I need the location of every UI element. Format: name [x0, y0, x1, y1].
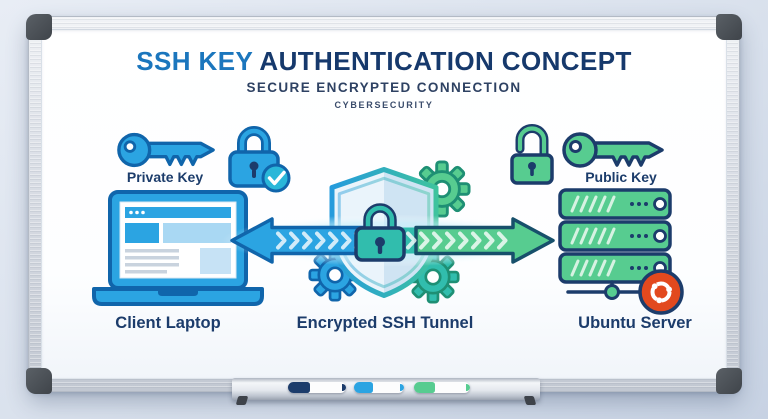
- tunnel-padlock-icon: [354, 203, 406, 262]
- marker-tray: [232, 378, 540, 405]
- marker-tip: [342, 384, 346, 391]
- title-rest: AUTHENTICATION CONCEPT: [259, 46, 632, 76]
- marker-tip: [400, 384, 404, 391]
- diagram-subtitle: SECURE ENCRYPTED CONNECTION: [246, 80, 522, 95]
- private-key-icon: [117, 132, 215, 168]
- marker-navy: [288, 382, 346, 393]
- public-key-icon: [562, 132, 664, 168]
- client-laptop-icon: [92, 190, 264, 306]
- marker-blue: [354, 382, 404, 393]
- frame-corner-top-left: [26, 14, 52, 40]
- frame-corner-bottom-left: [26, 368, 52, 394]
- ubuntu-logo-icon: [638, 269, 684, 315]
- marker-tip: [466, 384, 470, 391]
- title-highlight: SSH KEY: [136, 46, 253, 76]
- frame-corner-bottom-right: [716, 368, 742, 394]
- server-rack-icon: [558, 188, 684, 315]
- frame-corner-top-right: [716, 14, 742, 40]
- marker-cap: [414, 382, 436, 393]
- marker-green: [414, 382, 470, 393]
- unlocked-padlock-icon: [510, 124, 554, 185]
- tray-foot-left: [235, 396, 249, 405]
- server-label: Ubuntu Server: [578, 314, 692, 332]
- tunnel-label: Encrypted SSH Tunnel: [296, 314, 474, 332]
- diagram-title: SSH KEY AUTHENTICATION CONCEPT: [0, 46, 768, 77]
- public-key-label: Public Key: [585, 169, 657, 185]
- private-key-label: Private Key: [126, 169, 204, 185]
- client-laptop-label: Client Laptop: [115, 314, 221, 332]
- marker-cap: [288, 382, 311, 393]
- diagram-tagline: CYBERSECURITY: [334, 100, 434, 110]
- marker-cap: [354, 382, 373, 393]
- padlock-check-icon: [228, 126, 291, 193]
- tray-foot-right: [523, 396, 537, 405]
